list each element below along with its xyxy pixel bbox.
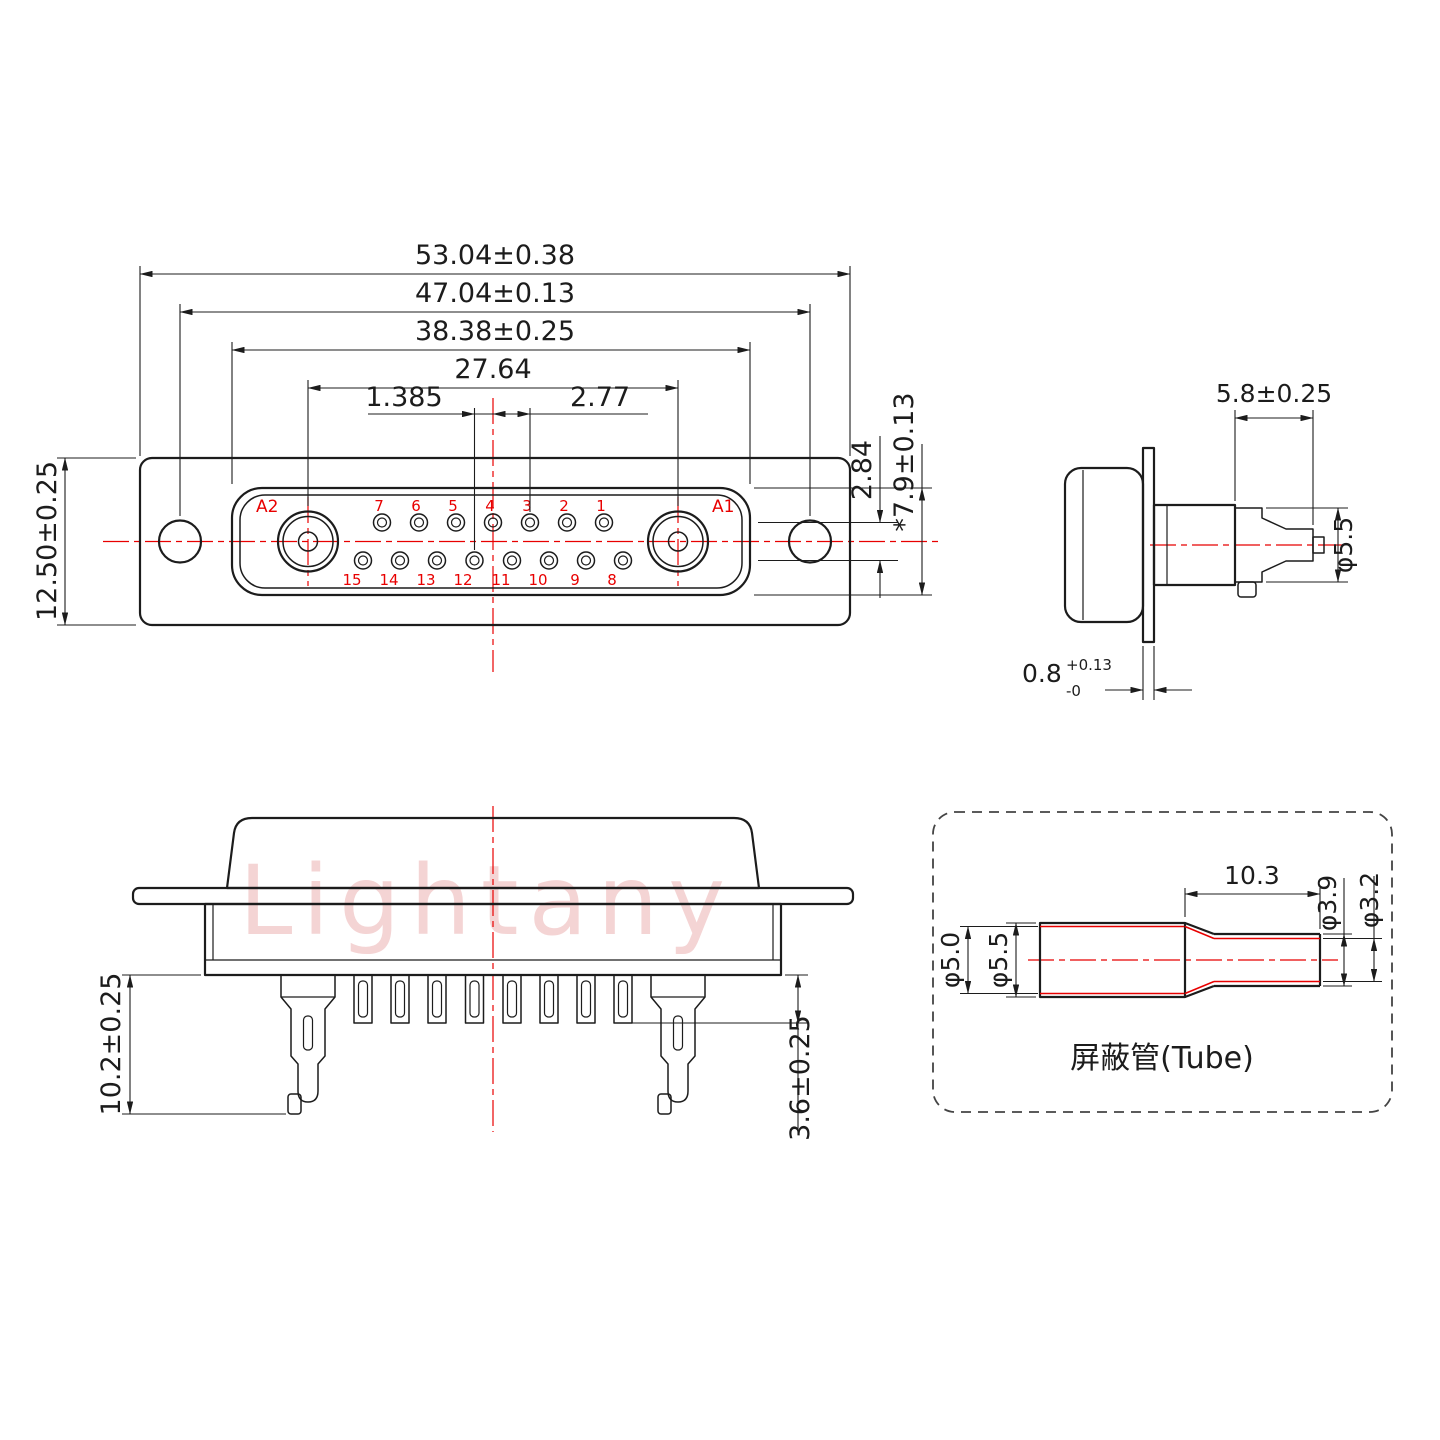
pin-label-7: 7 [374, 497, 384, 515]
small-pin-contacts [353, 513, 633, 570]
front-centerlines [103, 398, 938, 672]
pin-labels: 7 6 5 4 3 2 1 15 14 13 12 11 10 9 8 A2 A… [256, 497, 734, 589]
pin-label-2: 2 [559, 497, 569, 515]
d-shell-inner [239, 494, 743, 589]
rear-body [203, 902, 783, 977]
dim-tube-length: 10.3 [1184, 861, 1321, 929]
pin-label-9: 9 [570, 571, 580, 589]
dim-overall-height: 12.50±0.25 [32, 457, 136, 626]
pin-label-13: 13 [416, 571, 435, 589]
pin-label-8: 8 [607, 571, 617, 589]
pin-label-6: 6 [411, 497, 421, 515]
dim-text-pitch: 2.77 [570, 382, 630, 413]
tube-detail-border [932, 811, 1393, 1113]
dim-overall-width: 53.04±0.38 [139, 240, 851, 456]
dim-tube-outer-big: φ5.5 [984, 922, 1036, 998]
dim-tail-length: 5.8±0.25 [1216, 379, 1332, 525]
pin-label-10: 10 [528, 571, 547, 589]
tube-outline [1038, 921, 1322, 999]
pin-label-14: 14 [379, 571, 398, 589]
pin-label-1: 1 [596, 497, 606, 515]
side-view: 5.8±0.25 φ5.5 0.8 +0.13 -0 [1022, 379, 1358, 700]
coax-terminal-right [650, 974, 706, 1115]
dim-body-width: 38.38±0.25 [231, 316, 751, 484]
dim-text-tab-length: 3.6±0.25 [785, 1015, 816, 1141]
flange-outline [138, 456, 852, 627]
side-outline [1063, 446, 1325, 644]
pin-label-15: 15 [342, 571, 361, 589]
tube-view: 10.3 φ3.9 φ3.2 φ5.0 φ5.5 [932, 811, 1393, 1113]
dim-text-flange-tol-plus: +0.13 [1066, 656, 1112, 674]
dim-flange-thickness: 0.8 +0.13 -0 [1022, 646, 1192, 700]
front-outline [138, 456, 852, 627]
contact-tip [1312, 536, 1325, 554]
d-shell-outer [230, 486, 752, 597]
dim-text-body-depth: 10.2±0.25 [96, 973, 127, 1116]
cup-hook [1237, 581, 1257, 598]
dim-coax-spacing: 27.64 [307, 354, 679, 506]
back-shell [1063, 466, 1145, 624]
dim-text-half-pitch: 1.385 [365, 382, 442, 413]
mounting-hole-left [157, 519, 203, 564]
rear-outline [131, 816, 855, 977]
dim-text-row-spacing: 2.84 [847, 440, 878, 500]
dim-row-spacing: 2.84 [758, 436, 898, 598]
pin-label-12: 12 [453, 571, 472, 589]
watermark-text: Lightany [239, 845, 735, 957]
pin-label-4: 4 [485, 497, 495, 515]
mounting-hole-right [787, 519, 833, 564]
dim-text-tube-length: 10.3 [1224, 861, 1280, 890]
tube-title: 屏蔽管(Tube) [1070, 1041, 1254, 1076]
coax-contact-a2 [276, 510, 340, 573]
dim-text-hole-spacing: 47.04±0.13 [415, 278, 575, 309]
dim-text-coax-spacing: 27.64 [454, 354, 531, 385]
front-view: 7 6 5 4 3 2 1 15 14 13 12 11 10 9 8 A2 A… [32, 240, 938, 672]
dim-text-tail-length: 5.8±0.25 [1216, 379, 1332, 408]
dim-text-tube-outer-small: φ3.9 [1313, 875, 1342, 931]
dim-text-wire-dia: φ5.5 [1329, 517, 1358, 573]
dim-text-overall-width: 53.04±0.38 [415, 240, 575, 271]
dim-text-body-width: 38.38±0.25 [415, 316, 575, 347]
contact-label-a2: A2 [256, 497, 278, 517]
dim-text-flange-thickness: 0.8 [1022, 659, 1062, 688]
contact-label-a1: A1 [712, 497, 734, 517]
pin-label-3: 3 [522, 497, 532, 515]
dim-text-body-height: *7.9±0.13 [889, 392, 920, 531]
dim-text-tube-outer-big: φ5.5 [984, 932, 1013, 988]
insulator-block [1152, 503, 1237, 587]
pin-label-5: 5 [448, 497, 458, 515]
dim-tube-inner-big: φ5.0 [936, 925, 1038, 995]
dim-tube-inner-small: φ3.2 [1323, 872, 1384, 983]
dim-pitch-group: 1.385 2.77 [365, 382, 648, 550]
dim-body-height: *7.9±0.13 [754, 392, 932, 596]
pin-label-11: 11 [491, 571, 510, 589]
rear-view: 10.2±0.25 3.6±0.25 [96, 806, 855, 1141]
coax-terminal-left [280, 974, 336, 1115]
dim-text-tube-inner-small: φ3.2 [1355, 872, 1384, 928]
dim-tab-length: 3.6±0.25 [632, 974, 816, 1141]
dim-hole-spacing: 47.04±0.13 [179, 278, 811, 516]
dim-text-overall-height: 12.50±0.25 [32, 461, 63, 621]
dim-body-depth: 10.2±0.25 [96, 973, 286, 1116]
dim-tube-outer-small: φ3.9 [1313, 875, 1352, 987]
dim-text-tube-inner-big: φ5.0 [936, 932, 965, 988]
dim-text-flange-tol-minus: -0 [1066, 682, 1081, 700]
coax-contact-a1 [646, 510, 710, 573]
solder-tabs [353, 974, 633, 1024]
dim-wire-dia: φ5.5 [1266, 507, 1358, 583]
